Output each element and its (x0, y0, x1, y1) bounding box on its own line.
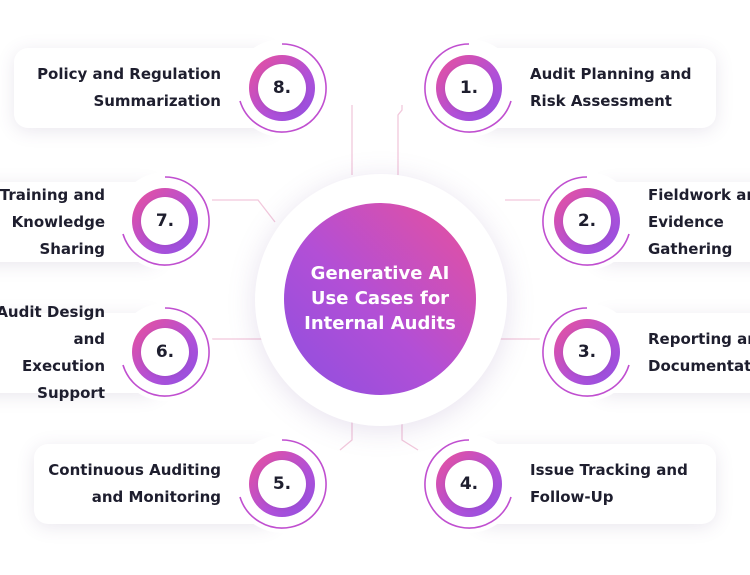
center-title: Generative AI Use Cases for Internal Aud… (304, 262, 456, 334)
card-8: Policy and Regulation Summarization (14, 48, 276, 128)
card-1-label: Audit Planning and Risk Assessment (530, 65, 692, 110)
badge-8: 8. (233, 39, 331, 137)
badge-2-ring: 2. (554, 188, 620, 254)
badge-8-ring: 8. (249, 55, 315, 121)
badge-6: 6. (116, 303, 214, 401)
badge-8-number: 8. (272, 78, 292, 98)
badge-7-arc (122, 176, 210, 266)
badge-6-number: 6. (155, 342, 175, 362)
badge-1: 1. (420, 39, 518, 137)
card-1: Audit Planning and Risk Assessment (476, 48, 716, 128)
badge-8-inner: 8. (258, 64, 306, 112)
badge-4-arc (424, 439, 512, 529)
badge-3-arc (542, 307, 630, 397)
badge-5-number: 5. (272, 474, 292, 494)
badge-2-inner: 2. (563, 197, 611, 245)
badge-1-number: 1. (459, 78, 479, 98)
badge-5: 5. (233, 435, 331, 533)
badge-2-arc (542, 176, 630, 266)
badge-4-ring: 4. (436, 451, 502, 517)
card-4: Issue Tracking and Follow-Up (476, 444, 716, 524)
badge-5-ring: 5. (249, 451, 315, 517)
card-4-label: Issue Tracking and Follow-Up (530, 461, 688, 506)
badge-1-inner: 1. (445, 64, 493, 112)
badge-4: 4. (420, 435, 518, 533)
badge-8-arc (239, 43, 327, 133)
card-8-label: Policy and Regulation Summarization (37, 65, 221, 110)
badge-1-arc (424, 43, 512, 133)
card-2-label: Fieldwork and Evidence Gathering (648, 185, 750, 258)
badge-4-inner: 4. (445, 460, 493, 508)
badge-7-inner: 7. (141, 197, 189, 245)
badge-4-number: 4. (459, 474, 479, 494)
badge-3-ring: 3. (554, 319, 620, 385)
badge-7-number: 7. (155, 211, 175, 231)
badge-7: 7. (116, 172, 214, 270)
card-5-label: Continuous Auditing and Monitoring (48, 461, 221, 506)
badge-7-ring: 7. (132, 188, 198, 254)
badge-2: 2. (538, 172, 636, 270)
badge-1-ring: 1. (436, 55, 502, 121)
badge-3: 3. (538, 303, 636, 401)
badge-6-inner: 6. (141, 328, 189, 376)
card-3-label: Reporting and Documentation (648, 330, 750, 375)
badge-2-number: 2. (577, 211, 597, 231)
badge-5-arc (239, 439, 327, 529)
badge-3-inner: 3. (563, 328, 611, 376)
card-6-label: Audit Design and Execution Support (0, 303, 105, 402)
badge-6-ring: 6. (132, 319, 198, 385)
badge-5-inner: 5. (258, 460, 306, 508)
center-circle: Generative AI Use Cases for Internal Aud… (284, 203, 476, 395)
card-7-label: Training and Knowledge Sharing (0, 185, 105, 258)
badge-6-arc (122, 307, 210, 397)
badge-3-number: 3. (577, 342, 597, 362)
